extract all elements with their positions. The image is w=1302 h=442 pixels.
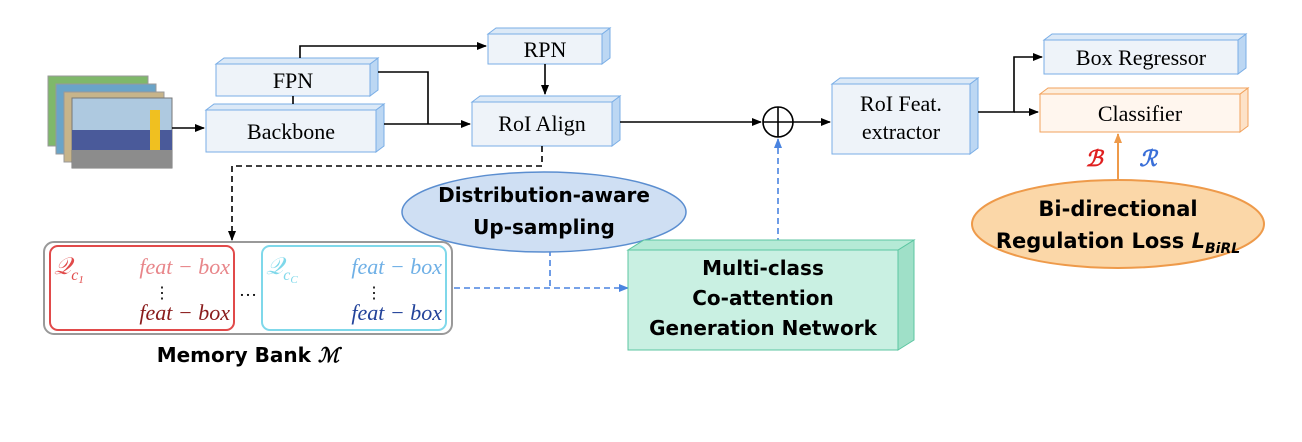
regulation-b-symbol: ℬ [1085,146,1105,171]
queue-first-subsub: 1 [78,274,84,286]
queue-last-feat-box-bottom: feat − box [351,300,442,325]
classifier-box: Classifier [1038,87,1250,133]
co-attention-network: Multi-class Co-attention Generation Netw… [626,239,916,351]
queue-last-sub: c [283,267,290,284]
memory-ellipsis: … [239,280,257,300]
queue-last-symbol: 𝒬cC [266,254,298,286]
birl-label-1: Bi-directional [1038,197,1197,221]
bidirectional-regulation-loss: ℬ ℛ Bi-directional Regulation Loss LBiRL [971,133,1265,269]
box-regressor-label: Box Regressor [1076,45,1207,70]
queue-first-sub: c [71,267,78,284]
queue-first-vdots: ⋮ [154,285,170,302]
distribution-aware-upsampling: Distribution-aware Up-sampling [401,171,687,253]
classifier-label: Classifier [1098,101,1183,126]
queue-last-feat-box-top: feat − box [351,254,442,279]
queue-last-vdots: ⋮ [366,285,382,302]
box-regressor-box: Box Regressor [1042,33,1248,75]
regulation-r-symbol: ℛ [1139,146,1159,171]
queue-last-subsub: C [290,274,298,286]
birl-label-2-line: Regulation Loss LBiRL [996,229,1240,257]
memory-bank-label: Memory Bank [157,343,312,367]
dau-label-1: Distribution-aware [438,183,650,207]
fpn-label: FPN [273,68,313,93]
birl-subscript: BiRL [1205,241,1240,257]
queue-first-feat-box-top: feat − box [139,254,230,279]
roi-to-memory-dashed [228,146,543,241]
birl-label-2: Regulation Loss [996,229,1185,253]
blue-dashed-connections [454,138,782,292]
mcan-label-2: Co-attention [692,286,834,310]
input-images [47,75,173,169]
dau-label-2: Up-sampling [473,215,615,239]
memory-bank-symbol: ℳ [318,345,343,367]
queue-last-q: 𝒬 [266,254,287,280]
roi-feat-extractor-box: RoI Feat. extractor [830,77,980,155]
backbone-label: Backbone [247,119,335,144]
mcan-label-1: Multi-class [702,256,824,280]
backbone-box: Backbone [204,103,386,153]
roi-align-label: RoI Align [498,111,585,136]
mcan-label-3: Generation Network [649,316,877,340]
roi-feat-label-1: RoI Feat. [860,91,942,116]
queue-first-feat-box-bottom: feat − box [139,300,230,325]
memory-bank-caption: Memory Bank ℳ [157,343,343,367]
queue-first-symbol: 𝒬c1 [54,254,84,286]
roi-feat-label-2: extractor [862,119,941,144]
roi-align-box: RoI Align [470,95,622,147]
rpn-label: RPN [524,37,567,62]
flow-arrows [172,42,1043,132]
rpn-box: RPN [486,27,612,65]
queue-first-q: 𝒬 [54,254,75,280]
memory-bank: 𝒬c1 feat − box ⋮ feat − box … 𝒬cC feat −… [43,241,453,367]
birl-symbol: L [1192,229,1205,253]
aggregation-plus [762,106,794,138]
fpn-box: FPN [214,57,380,97]
